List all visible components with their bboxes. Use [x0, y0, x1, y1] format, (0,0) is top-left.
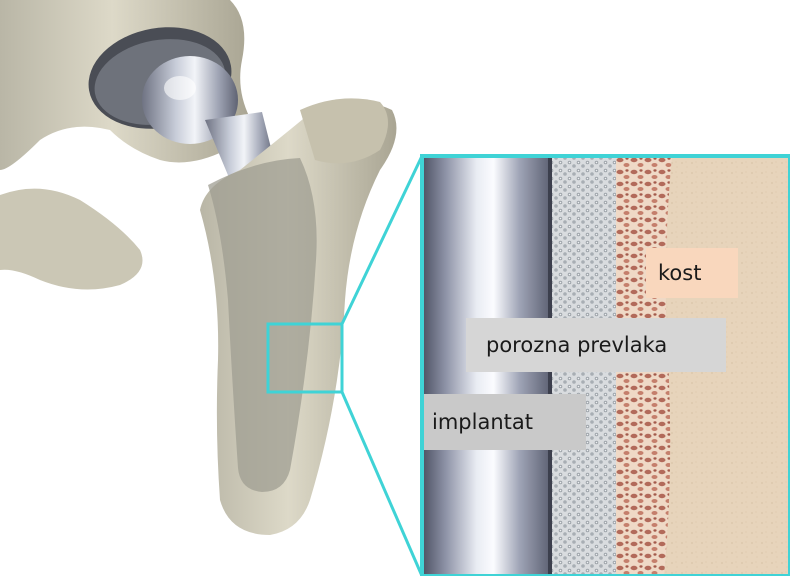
pelvis-lower — [0, 189, 143, 290]
bone-label: kost — [646, 248, 738, 298]
implant-label: implantat — [424, 394, 586, 450]
callout-line-bottom — [342, 392, 422, 576]
porous-coating-label: porozna prevlaka — [466, 318, 726, 372]
